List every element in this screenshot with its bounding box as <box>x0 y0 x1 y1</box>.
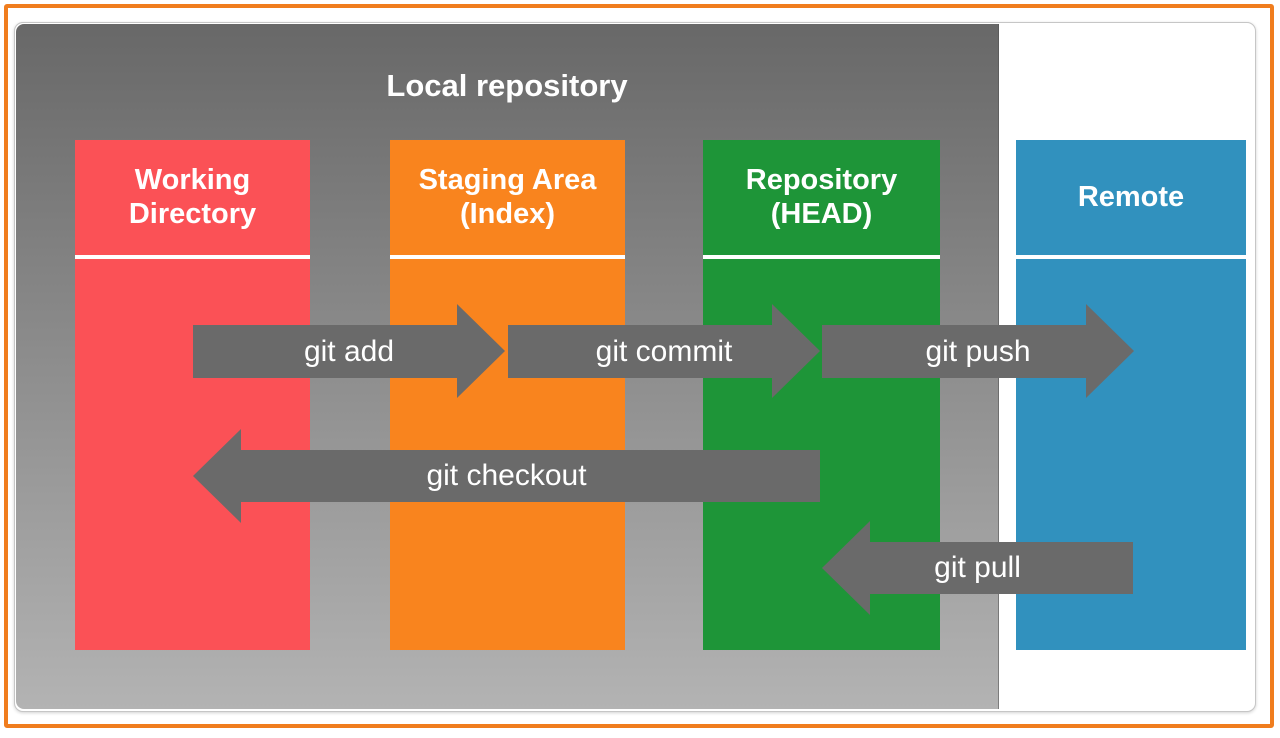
column-title-line: Staging Area <box>418 163 597 196</box>
column-repository-head-header: Repository (HEAD) <box>703 140 940 255</box>
column-divider <box>703 255 940 259</box>
arrow-label-git-commit: git commit <box>595 334 733 368</box>
arrow-shaft <box>241 450 820 502</box>
arrow-shaft <box>870 542 1133 594</box>
column-staging-area-header: Staging Area (Index) <box>390 140 625 255</box>
arrow-head-right-icon <box>457 304 505 398</box>
column-title-line: Remote <box>1077 180 1185 213</box>
column-divider <box>1016 255 1246 259</box>
arrow-shaft <box>822 325 1086 378</box>
column-working-directory-header: Working Directory <box>75 140 310 255</box>
arrow-head-left-icon <box>193 429 241 523</box>
arrow-shaft <box>193 325 457 378</box>
column-title-line: (Index) <box>459 197 556 230</box>
orange-frame-border <box>4 4 1274 728</box>
arrow-head-right-icon <box>772 304 820 398</box>
column-divider <box>390 255 625 259</box>
column-remote-header: Remote <box>1016 140 1246 255</box>
arrow-label-git-push: git push <box>925 334 1031 368</box>
column-title-line: Directory <box>128 197 257 230</box>
arrow-label-git-checkout: git checkout <box>426 459 587 492</box>
column-working-directory: Working Directory <box>75 140 310 650</box>
arrow-label-git-pull: git pull <box>934 551 1021 584</box>
arrow-label-git-add: git add <box>303 334 395 368</box>
arrow-head-left-icon <box>822 521 870 615</box>
column-title-line: Working <box>134 163 251 196</box>
local-repository-title: Local repository <box>386 68 628 103</box>
column-title-line: (HEAD) <box>770 197 873 230</box>
column-title-line: Repository <box>745 163 898 196</box>
column-divider <box>75 255 310 259</box>
arrow-shaft <box>508 325 772 378</box>
column-staging-area: Staging Area (Index) <box>390 140 625 650</box>
arrow-head-right-icon <box>1086 304 1134 398</box>
